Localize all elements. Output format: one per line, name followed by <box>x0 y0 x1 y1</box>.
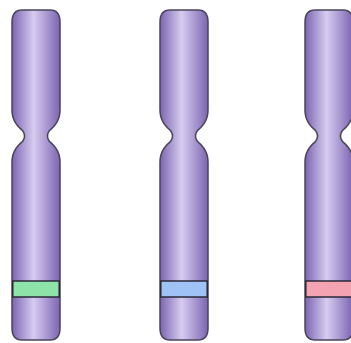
chromosome-3 <box>305 10 351 340</box>
chromosome-1-band <box>13 281 59 297</box>
chromosome-1 <box>12 10 60 340</box>
chromosome-2 <box>160 10 208 340</box>
chromosome-2-band <box>161 281 207 297</box>
chromosome-3-band <box>306 281 351 297</box>
